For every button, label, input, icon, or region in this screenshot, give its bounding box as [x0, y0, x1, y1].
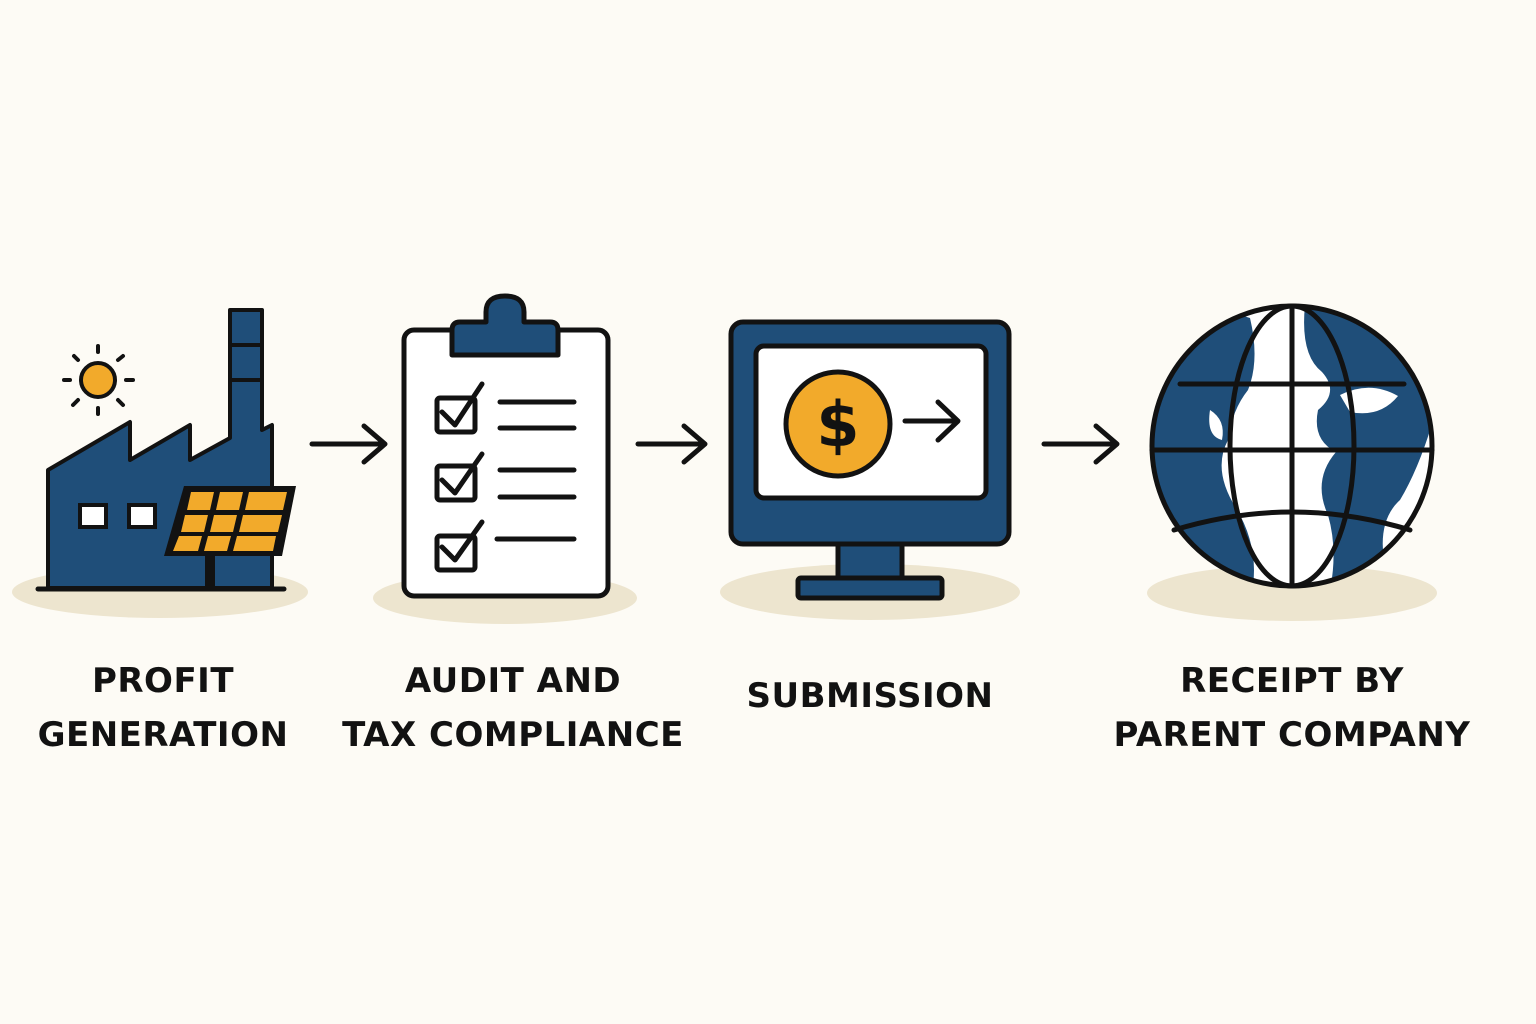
- label-line: PROFIT: [91, 661, 235, 701]
- globe-shadow: [1147, 565, 1437, 621]
- dollar-coin-icon: $: [783, 369, 893, 479]
- label-line: TAX COMPLIANCE: [342, 715, 684, 755]
- factory-solar-icon: [35, 308, 296, 592]
- step-label-audit-tax-compliance: AUDIT AND TAX COMPLIANCE: [330, 654, 696, 762]
- clipboard-checklist-icon: [401, 293, 611, 599]
- connector-arrow-2: [635, 423, 708, 465]
- sun-icon: [62, 344, 135, 416]
- label-line: RECEIPT BY: [1180, 661, 1404, 701]
- step-label-submission: SUBMISSION: [720, 669, 1020, 723]
- connector-arrow-1: [309, 423, 388, 465]
- label-line: SUBMISSION: [746, 676, 994, 716]
- transfer-arrow-icon: [902, 399, 961, 443]
- label-line: GENERATION: [37, 715, 289, 755]
- step-label-profit-generation: PROFIT GENERATION: [10, 654, 316, 762]
- label-line: AUDIT AND: [404, 661, 622, 701]
- connector-arrow-3: [1041, 423, 1120, 465]
- step-label-receipt-parent-company: RECEIPT BY PARENT COMPANY: [1100, 654, 1484, 762]
- checklist-items: [434, 381, 577, 573]
- solar-panel-icon: [164, 486, 296, 588]
- label-line: PARENT COMPANY: [1113, 715, 1471, 755]
- globe-icon: [1149, 303, 1435, 589]
- monitor-dollar-transfer-icon: $: [728, 319, 1012, 601]
- dollar-symbol: $: [816, 388, 859, 461]
